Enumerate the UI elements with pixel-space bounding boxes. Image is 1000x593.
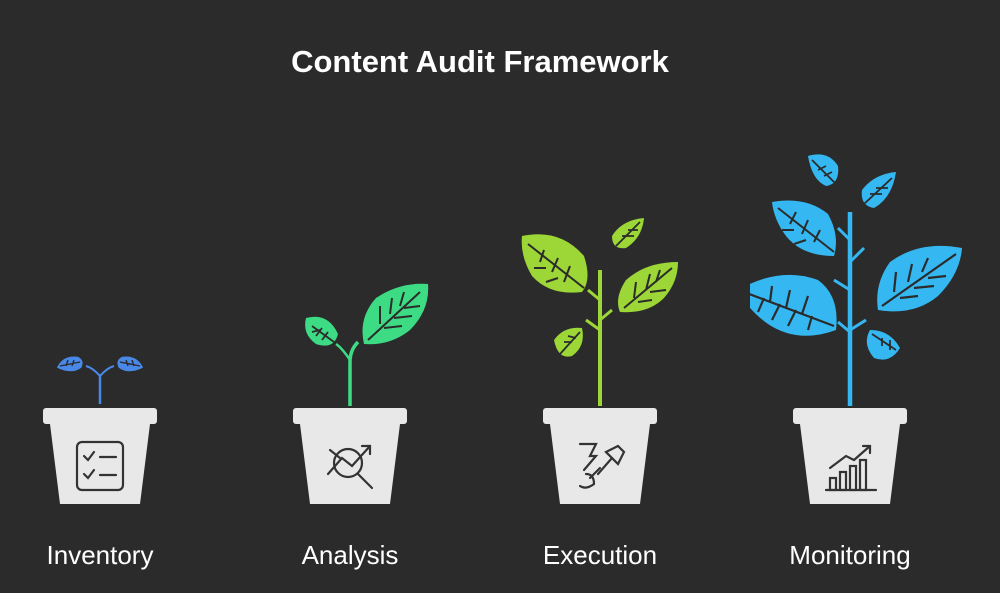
bar-chart-growth-icon <box>824 444 878 492</box>
young-plant-icon <box>293 283 429 504</box>
stage-inventory: Inventory <box>0 0 250 593</box>
stage-label-analysis: Analysis <box>301 540 399 570</box>
growing-plant-icon <box>521 218 678 504</box>
stage-analysis: Analysis <box>250 0 500 593</box>
checklist-icon <box>75 440 125 492</box>
stage-execution: Execution <box>500 0 750 593</box>
analysis-magnifier-icon <box>326 444 374 490</box>
stage-label-monitoring: Monitoring <box>789 540 911 570</box>
diagram-title: Content Audit Framework <box>291 44 669 79</box>
stage-label-inventory: Inventory <box>46 540 154 570</box>
stage-monitoring: Monitoring <box>750 0 1000 593</box>
seedling-plant-icon <box>43 355 157 504</box>
tools-icon <box>578 442 626 489</box>
mature-plant-icon <box>750 154 962 504</box>
stage-label-execution: Execution <box>542 540 658 570</box>
